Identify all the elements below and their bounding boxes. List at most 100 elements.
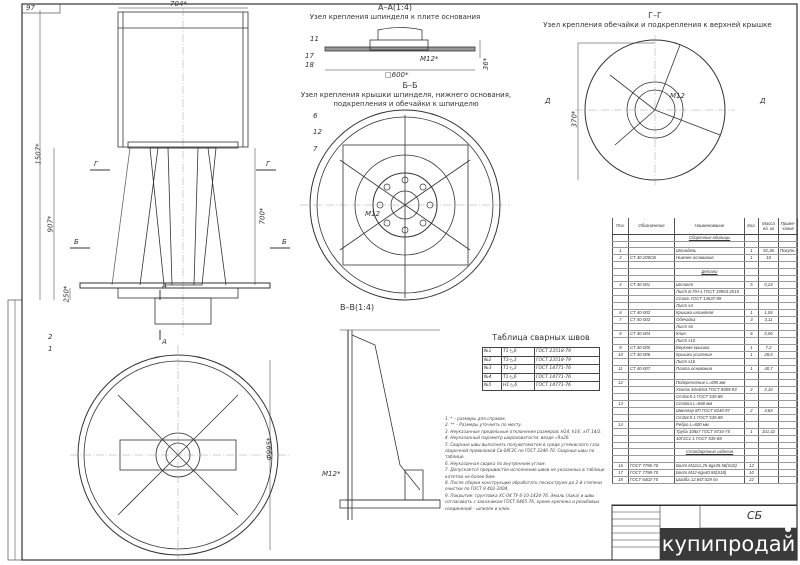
- spec-header-cell: Наименование: [674, 218, 745, 235]
- spec-row: Лист s6: [612, 323, 798, 332]
- spec-cell: [744, 414, 759, 422]
- spec-cell: Лист s6: [674, 323, 745, 332]
- weld-cell: ГОСТ 14771-76: [534, 372, 600, 382]
- spec-cell: 10Г2С1-1 ГОСТ 535-88: [674, 435, 745, 443]
- spec-cell: 6: [744, 330, 759, 339]
- spec-cell: [758, 421, 779, 429]
- spec-cell: [744, 358, 759, 367]
- spec-cell: [778, 448, 798, 457]
- spec-cell: Лист Б-ПН-1 ГОСТ 19903-2015: [674, 288, 745, 297]
- spec-cell: [744, 337, 759, 346]
- spec-row: [612, 442, 798, 450]
- spec-cell: 28,6: [758, 351, 779, 360]
- spec-cell: [612, 241, 629, 249]
- spec-cell: [778, 358, 798, 367]
- spec-cell: [628, 421, 675, 429]
- section-vv-view: [339, 329, 441, 520]
- spec-cell: [628, 323, 675, 332]
- note-item: 9. Покрытие: грунтовка ХС-04 ТУ 6-10-142…: [445, 492, 600, 511]
- spec-cell: 1: [744, 428, 759, 436]
- spec-cell: СТ 40-006: [628, 351, 675, 360]
- spec-cell: [778, 365, 798, 374]
- spec-cell: [612, 448, 629, 457]
- section-mark-g-right: Г: [266, 160, 270, 168]
- weld-cell: №5: [482, 381, 502, 391]
- spec-cell: Ст3пс5-1 ГОСТ 535-88: [674, 393, 745, 401]
- spec-cell: 10: [612, 351, 629, 360]
- spec-cell: 1: [744, 344, 759, 353]
- spec-cell: Лист s4: [674, 302, 745, 311]
- weld-cell: №1: [482, 347, 502, 357]
- spec-cell: [758, 435, 779, 443]
- spec-cell: 18: [612, 476, 629, 485]
- spec-cell: [628, 435, 675, 443]
- spec-cell: [758, 261, 779, 269]
- spec-cell: [612, 268, 629, 276]
- dim-plate-square: □600*: [385, 71, 409, 79]
- spec-cell: [778, 344, 798, 353]
- spec-cell: 2: [744, 407, 759, 415]
- spec-cell: [612, 337, 629, 346]
- position-callout-17: 17: [305, 52, 314, 60]
- spec-cell: 1: [744, 309, 759, 318]
- spec-section-row: Детали: [612, 268, 798, 276]
- section-gg-title: Г–Г: [648, 11, 662, 20]
- spec-cell: [758, 462, 779, 471]
- spec-cell: 5: [744, 281, 759, 290]
- section-bb-view: [300, 109, 510, 301]
- spec-cell: [628, 268, 675, 276]
- spec-cell: 14: [612, 421, 629, 429]
- note-item: 1. * – размеры для справок.: [445, 416, 507, 421]
- spec-cell: 1: [744, 351, 759, 360]
- spec-cell: [744, 234, 759, 242]
- spec-cell: 1: [744, 254, 759, 263]
- section-aa-title: А–А(1:4): [377, 3, 413, 12]
- spec-cell: Сборочные единицы: [674, 234, 745, 242]
- spec-cell: [758, 295, 779, 304]
- position-callout-1: 1: [48, 345, 53, 353]
- spec-cell: [612, 234, 629, 242]
- note-item: 2. ** – Размеры уточнить по месту.: [445, 422, 523, 428]
- spec-cell: 6: [612, 309, 629, 318]
- spec-cell: [612, 407, 629, 415]
- position-callout-2: 2: [48, 333, 53, 341]
- spec-cell: [744, 421, 759, 429]
- spec-cell: Плита основания: [674, 365, 745, 374]
- spec-cell: [778, 455, 798, 464]
- spec-cell: [758, 337, 779, 346]
- spec-cell: 3,11: [758, 316, 779, 325]
- spec-header-cell: Поз.: [612, 218, 629, 235]
- note-item: 5. Сварные швы выполнить полуавтоматом в…: [445, 441, 600, 460]
- spec-cell: 4: [612, 281, 629, 290]
- spec-cell: [628, 407, 675, 415]
- spec-cell: [612, 455, 629, 464]
- weld-cell: Т1-◺3: [501, 364, 535, 374]
- spec-cell: СТ 40-002: [628, 309, 675, 318]
- dim-bolt: М12*: [420, 55, 439, 63]
- position-callout-11: 11: [310, 35, 319, 43]
- spec-cell: [758, 288, 779, 297]
- spec-cell: 3: [744, 316, 759, 325]
- spec-cell: Клин: [674, 330, 745, 339]
- spec-cell: [628, 241, 675, 249]
- section-mark-b-right: Б: [282, 238, 287, 246]
- spec-cell: [778, 372, 798, 380]
- spec-cell: [628, 442, 675, 450]
- spec-cell: [778, 407, 798, 415]
- spec-row: 10Г2С1-1 ГОСТ 535-88: [612, 435, 798, 443]
- spec-row: Лист s4: [612, 302, 798, 311]
- spec-cell: [758, 476, 779, 485]
- dim-total-height: 1507*: [34, 143, 43, 165]
- spec-cell: 7: [612, 316, 629, 325]
- spec-cell: [628, 414, 675, 422]
- spec-cell: [628, 288, 675, 297]
